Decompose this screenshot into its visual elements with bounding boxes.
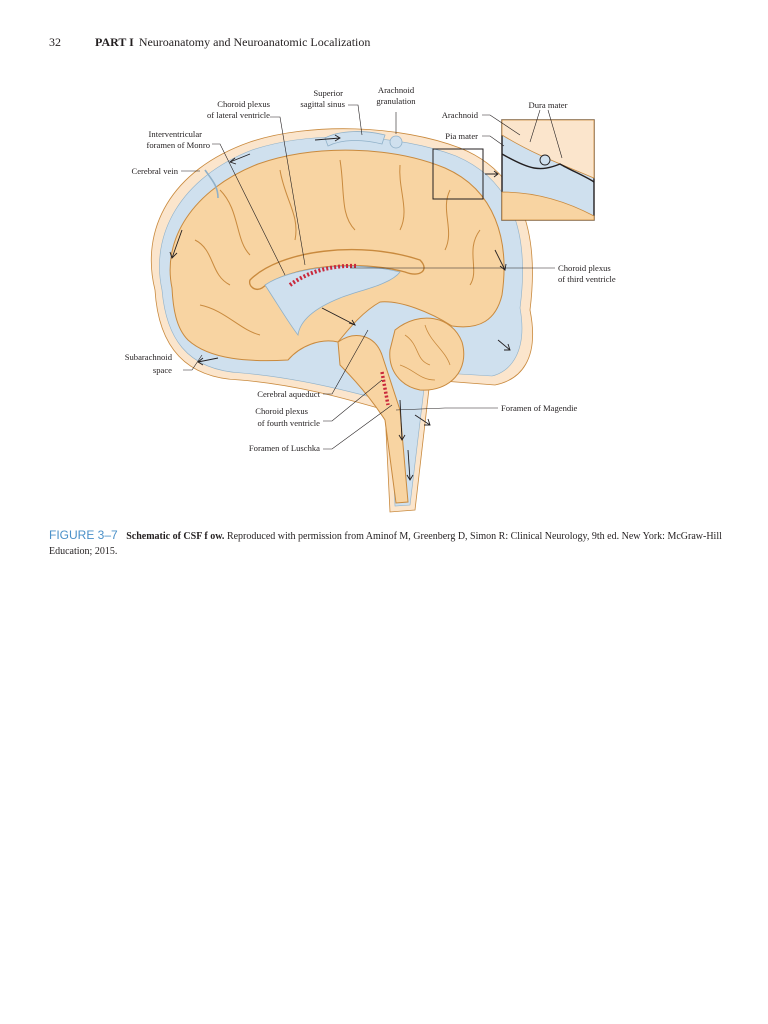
superior-sagittal-sinus [324,131,386,147]
label-arachnoid: Arachnoid [442,110,479,120]
csf-flow-illustration: Choroid plexus of lateral ventricle Supe… [125,85,616,513]
corpus-callosum [248,248,425,290]
csf-flow-arrows [169,134,511,481]
label-choroid-fourth-2: of fourth ventricle [257,418,320,428]
arachnoid-granulation [389,135,403,149]
figure-caption: FIGURE 3–7 Schematic of CSF f ow. Reprod… [49,528,729,559]
cerebellum [389,317,465,391]
label-cerebral-aqueduct: Cerebral aqueduct [257,389,320,399]
label-subarachnoid: Subarachnoid [125,352,173,362]
choroid-plexus-third [288,263,359,287]
cerebellum-folia [399,324,451,381]
inset-dura [501,119,595,179]
running-head: 32 PART I Neuroanatomy and Neuroanatomic… [49,35,370,50]
label-subarachnoid-2: space [153,365,172,375]
choroid-plexus-fourth [380,371,390,406]
label-interventricular-2: foramen of Monro [147,140,210,150]
label-choroid-third-2: of third ventricle [558,274,616,284]
detail-marker-box [432,148,484,200]
label-pia-mater: Pia mater [445,131,478,141]
label-choroid-third: Choroid plexus [558,263,611,273]
label-choroid-fourth: Choroid plexus [255,406,308,416]
label-superior-sinus-2: sagittal sinus [300,99,345,109]
cerebrum [169,149,505,362]
part-title: Neuroanatomy and Neuroanatomic Localizat… [138,35,371,49]
label-arachnoid-granulation: Arachnoid [378,85,415,95]
label-superior-sinus: Superior [313,88,343,98]
page-number: 32 [49,35,61,49]
label-foramen-magendie: Foramen of Magendie [501,403,578,413]
cerebral-vein [204,169,219,199]
part-label: PART I [95,35,134,49]
brainstem [337,335,409,504]
label-arachnoid-granulation-2: granulation [376,96,416,106]
label-dura-mater: Dura mater [529,100,568,110]
label-choroid-lateral: Choroid plexus [217,99,270,109]
inset-brain [501,191,595,221]
figure-credit: Reproduced with permission from Aminof M… [49,531,722,557]
gyri-lines [194,159,481,336]
lateral-ventricle [264,265,401,336]
label-cerebral-vein: Cerebral vein [131,166,178,176]
label-interventricular: Interventricular [149,129,203,139]
label-foramen-luschka: Foramen of Luschka [249,443,320,453]
inset-arrow [485,170,499,178]
inset-granulation [539,154,551,166]
figure-title: Schematic of CSF f ow. [126,531,225,542]
leader-lines [181,104,563,450]
figure-number: FIGURE 3–7 [49,528,118,542]
label-choroid-lateral-2: of lateral ventricle [207,110,270,120]
inset-arachnoid-line [501,153,595,183]
